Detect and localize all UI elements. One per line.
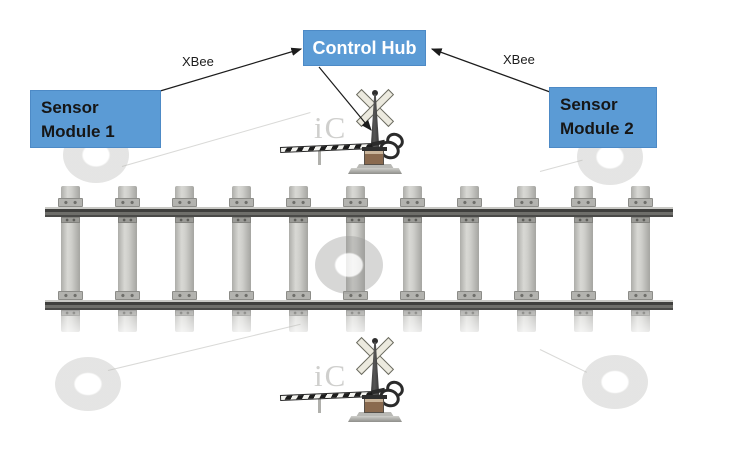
signal-pedestal — [356, 412, 394, 417]
tie-plate — [57, 198, 83, 207]
tie-plate — [174, 217, 194, 223]
tie-plate — [513, 198, 539, 207]
sensor-module-1-label-line1: Sensor — [41, 98, 99, 117]
signal-pedestal — [356, 164, 394, 169]
xbee-link-label-right: XBee — [503, 52, 535, 67]
sensor-module-1-label-line2: Module 1 — [41, 122, 115, 141]
signal-pole — [370, 94, 380, 156]
signal-base-cap — [362, 395, 387, 399]
rail-top — [45, 207, 673, 217]
tie-plate — [573, 217, 593, 223]
stock-watermark-text: iC — [314, 358, 348, 393]
tie-plate — [342, 198, 368, 207]
tie-plate — [231, 217, 251, 223]
crossing-signal-bottom: iC — [278, 334, 408, 422]
tie-plate — [285, 198, 311, 207]
sensor-module-2-label-line1: Sensor — [560, 95, 618, 114]
tie-plate — [570, 291, 596, 300]
tie-plate — [288, 217, 308, 223]
gate-arm-post — [318, 150, 321, 165]
tie-plate — [60, 217, 80, 223]
tie-plate — [513, 291, 539, 300]
signal-pole — [370, 342, 380, 404]
stock-watermark-text: iC — [314, 110, 348, 145]
tie-plate — [516, 217, 536, 223]
tie-plate — [171, 198, 197, 207]
tie-plate — [114, 291, 140, 300]
railroad-track — [45, 186, 673, 334]
tie-plate — [402, 217, 422, 223]
sensor-module-1-node: Sensor Module 1 — [30, 90, 161, 148]
tie-plate — [627, 291, 653, 300]
tie-plate — [627, 198, 653, 207]
tie-plate — [456, 291, 482, 300]
control-hub-node: Control Hub — [303, 30, 426, 66]
gate-arm-post — [318, 398, 321, 413]
tie-plate — [114, 198, 140, 207]
tie-plate — [399, 291, 425, 300]
signal-finial — [372, 338, 378, 344]
signal-pedestal — [348, 416, 402, 422]
signal-base-cap — [362, 147, 387, 151]
tie-plate — [456, 198, 482, 207]
sensor-module-2-label-line2: Module 2 — [560, 119, 634, 138]
tie-plate — [345, 217, 365, 223]
tie-plate — [285, 291, 311, 300]
crossing-signal-top: iC — [278, 86, 408, 174]
tie-plate — [228, 291, 254, 300]
tie-plate — [459, 217, 479, 223]
signal-pedestal — [348, 168, 402, 174]
arrow-sensor2-to-hub — [430, 48, 551, 93]
tie-plate — [630, 217, 650, 223]
xbee-link-label-left: XBee — [182, 54, 214, 69]
tie-plate — [117, 217, 137, 223]
signal-finial — [372, 90, 378, 96]
sensor-module-2-node: Sensor Module 2 — [549, 87, 657, 148]
tie-plate — [399, 198, 425, 207]
tie-plate — [171, 291, 197, 300]
tie-plate — [570, 198, 596, 207]
tie-plate — [57, 291, 83, 300]
arrow-hub-to-signal — [318, 66, 372, 131]
arrow-sensor1-to-hub — [139, 47, 303, 98]
tie-plate — [228, 198, 254, 207]
rail-bottom — [45, 300, 673, 310]
